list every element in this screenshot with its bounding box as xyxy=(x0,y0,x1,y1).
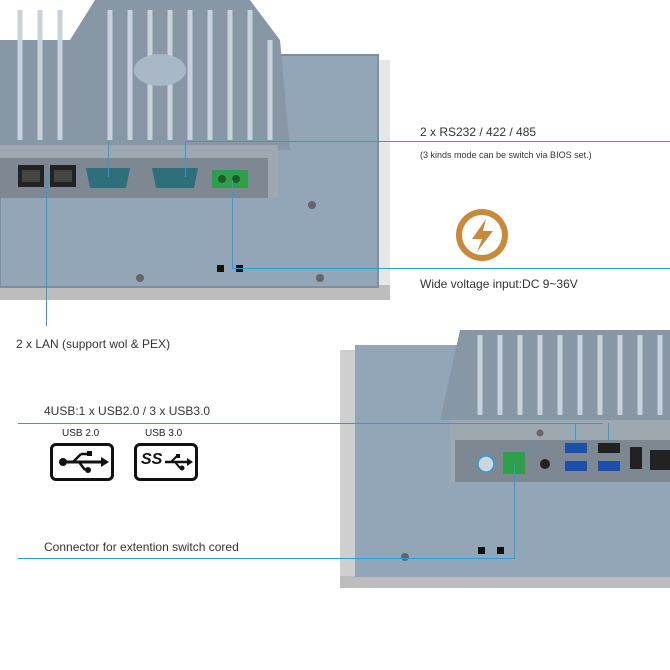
superspeed-text: SS xyxy=(141,451,163,468)
usb-port-d xyxy=(598,461,620,471)
usb-port-b xyxy=(565,461,587,471)
usb2-label: USB 2.0 xyxy=(62,428,100,439)
serial-callout-line xyxy=(185,141,670,142)
usb-callout-line xyxy=(18,423,603,424)
lan-callout-title: 2 x LAN (support wol & PEX) xyxy=(16,337,171,351)
dc-in-connector xyxy=(212,170,248,188)
hdmi-port xyxy=(630,447,642,469)
bottom-heatsink xyxy=(440,330,670,420)
usb3-logo: SS xyxy=(134,443,198,481)
switch-callout-line xyxy=(18,558,514,559)
com-port-2 xyxy=(86,168,130,188)
lan-callout-line xyxy=(46,176,47,326)
power-callout-title: Wide voltage input:DC 9~36V xyxy=(420,277,578,291)
usb3-label: USB 3.0 xyxy=(145,428,183,439)
usb-port-c xyxy=(598,443,620,453)
lightning-bolt-icon xyxy=(456,209,508,261)
switch-callout-title: Connector for extention switch cored xyxy=(44,540,239,554)
usb-port-a xyxy=(565,443,587,453)
lan-port-bottom xyxy=(650,450,670,470)
serial-callout-title: 2 x RS232 / 422 / 485 xyxy=(420,125,537,139)
com-port-1 xyxy=(152,168,198,188)
usb-icon xyxy=(59,451,109,473)
serial-callout-note: (3 kinds mode can be switch via BIOS set… xyxy=(420,150,592,160)
power-button xyxy=(477,455,495,473)
power-callout-line xyxy=(232,268,670,269)
usb-callout-title: 4USB:1 x USB2.0 / 3 x USB3.0 xyxy=(44,404,211,418)
usb-icon xyxy=(165,454,193,471)
usb2-logo xyxy=(50,443,114,481)
